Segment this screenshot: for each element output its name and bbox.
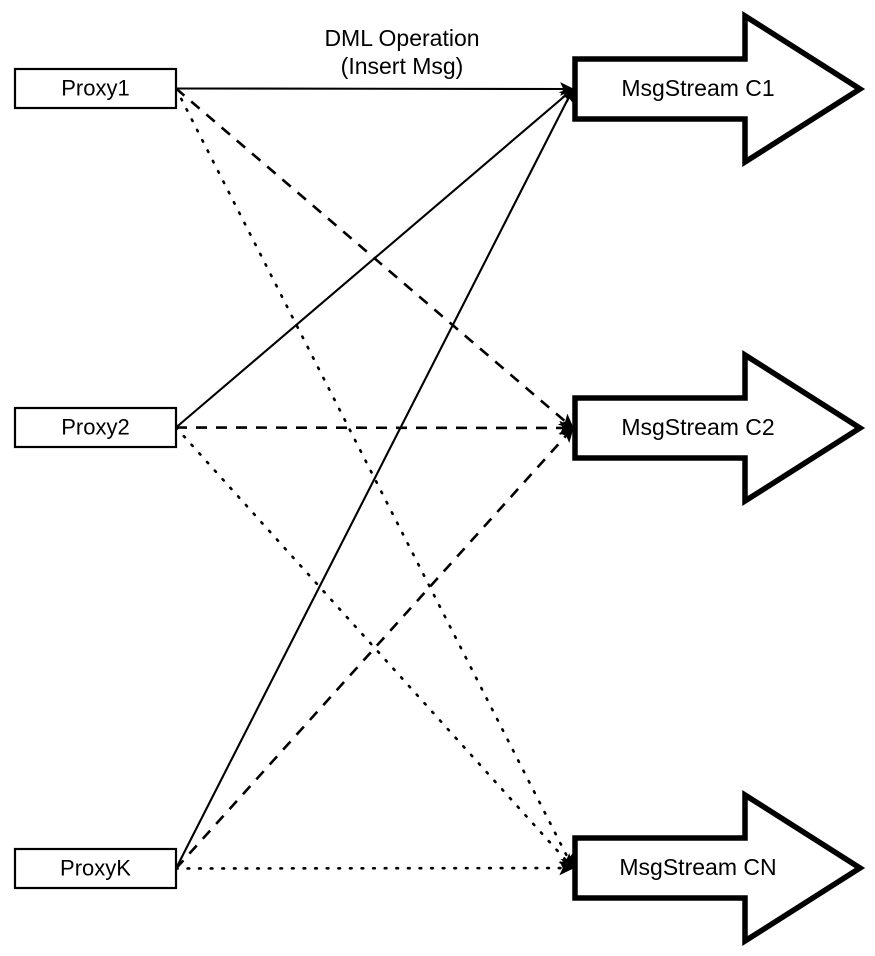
source-node-box [13, 847, 178, 890]
edge-proxy2-to-c1 [175, 88, 574, 429]
target-node-arrow-shape [572, 349, 866, 507]
source-node-box [13, 406, 178, 449]
edges-layer [174, 82, 575, 876]
source-node-label: Proxy1 [61, 75, 129, 100]
edge-proxy2-to-c2 [175, 420, 575, 436]
source-node-label: ProxyK [60, 855, 131, 880]
target-node-label: MsgStream C2 [621, 414, 774, 440]
target-node-cn[interactable]: MsgStream CN [572, 789, 866, 947]
edge-caption-line1: DML Operation [324, 25, 479, 51]
source-node-box [13, 67, 178, 110]
source-node-proxyK[interactable]: ProxyK [13, 847, 178, 890]
target-node-arrow-shape [572, 789, 866, 947]
edge-caption-line2: (Insert Msg) [341, 53, 464, 79]
target-node-label: MsgStream C1 [621, 75, 774, 101]
edge-proxyK-to-cn [174, 860, 575, 876]
edge-proxy1-to-c1 [175, 82, 575, 96]
target-node-c1[interactable]: MsgStream C1 [572, 10, 866, 168]
target-node-label: MsgStream CN [619, 854, 776, 880]
target-node-c2[interactable]: MsgStream C2 [572, 349, 866, 507]
target-node-arrow-shape [572, 10, 866, 168]
edge-proxyK-to-c2 [175, 427, 574, 870]
edge-proxyK-to-c1 [175, 87, 574, 869]
edge-caption-group: DML Operation (Insert Msg) [324, 25, 479, 79]
source-node-proxy2[interactable]: Proxy2 [13, 406, 178, 449]
target-nodes-layer: MsgStream C1 MsgStream C2 MsgStream CN [572, 10, 866, 947]
source-node-label: Proxy2 [61, 414, 129, 439]
source-node-proxy1[interactable]: Proxy1 [13, 67, 178, 110]
